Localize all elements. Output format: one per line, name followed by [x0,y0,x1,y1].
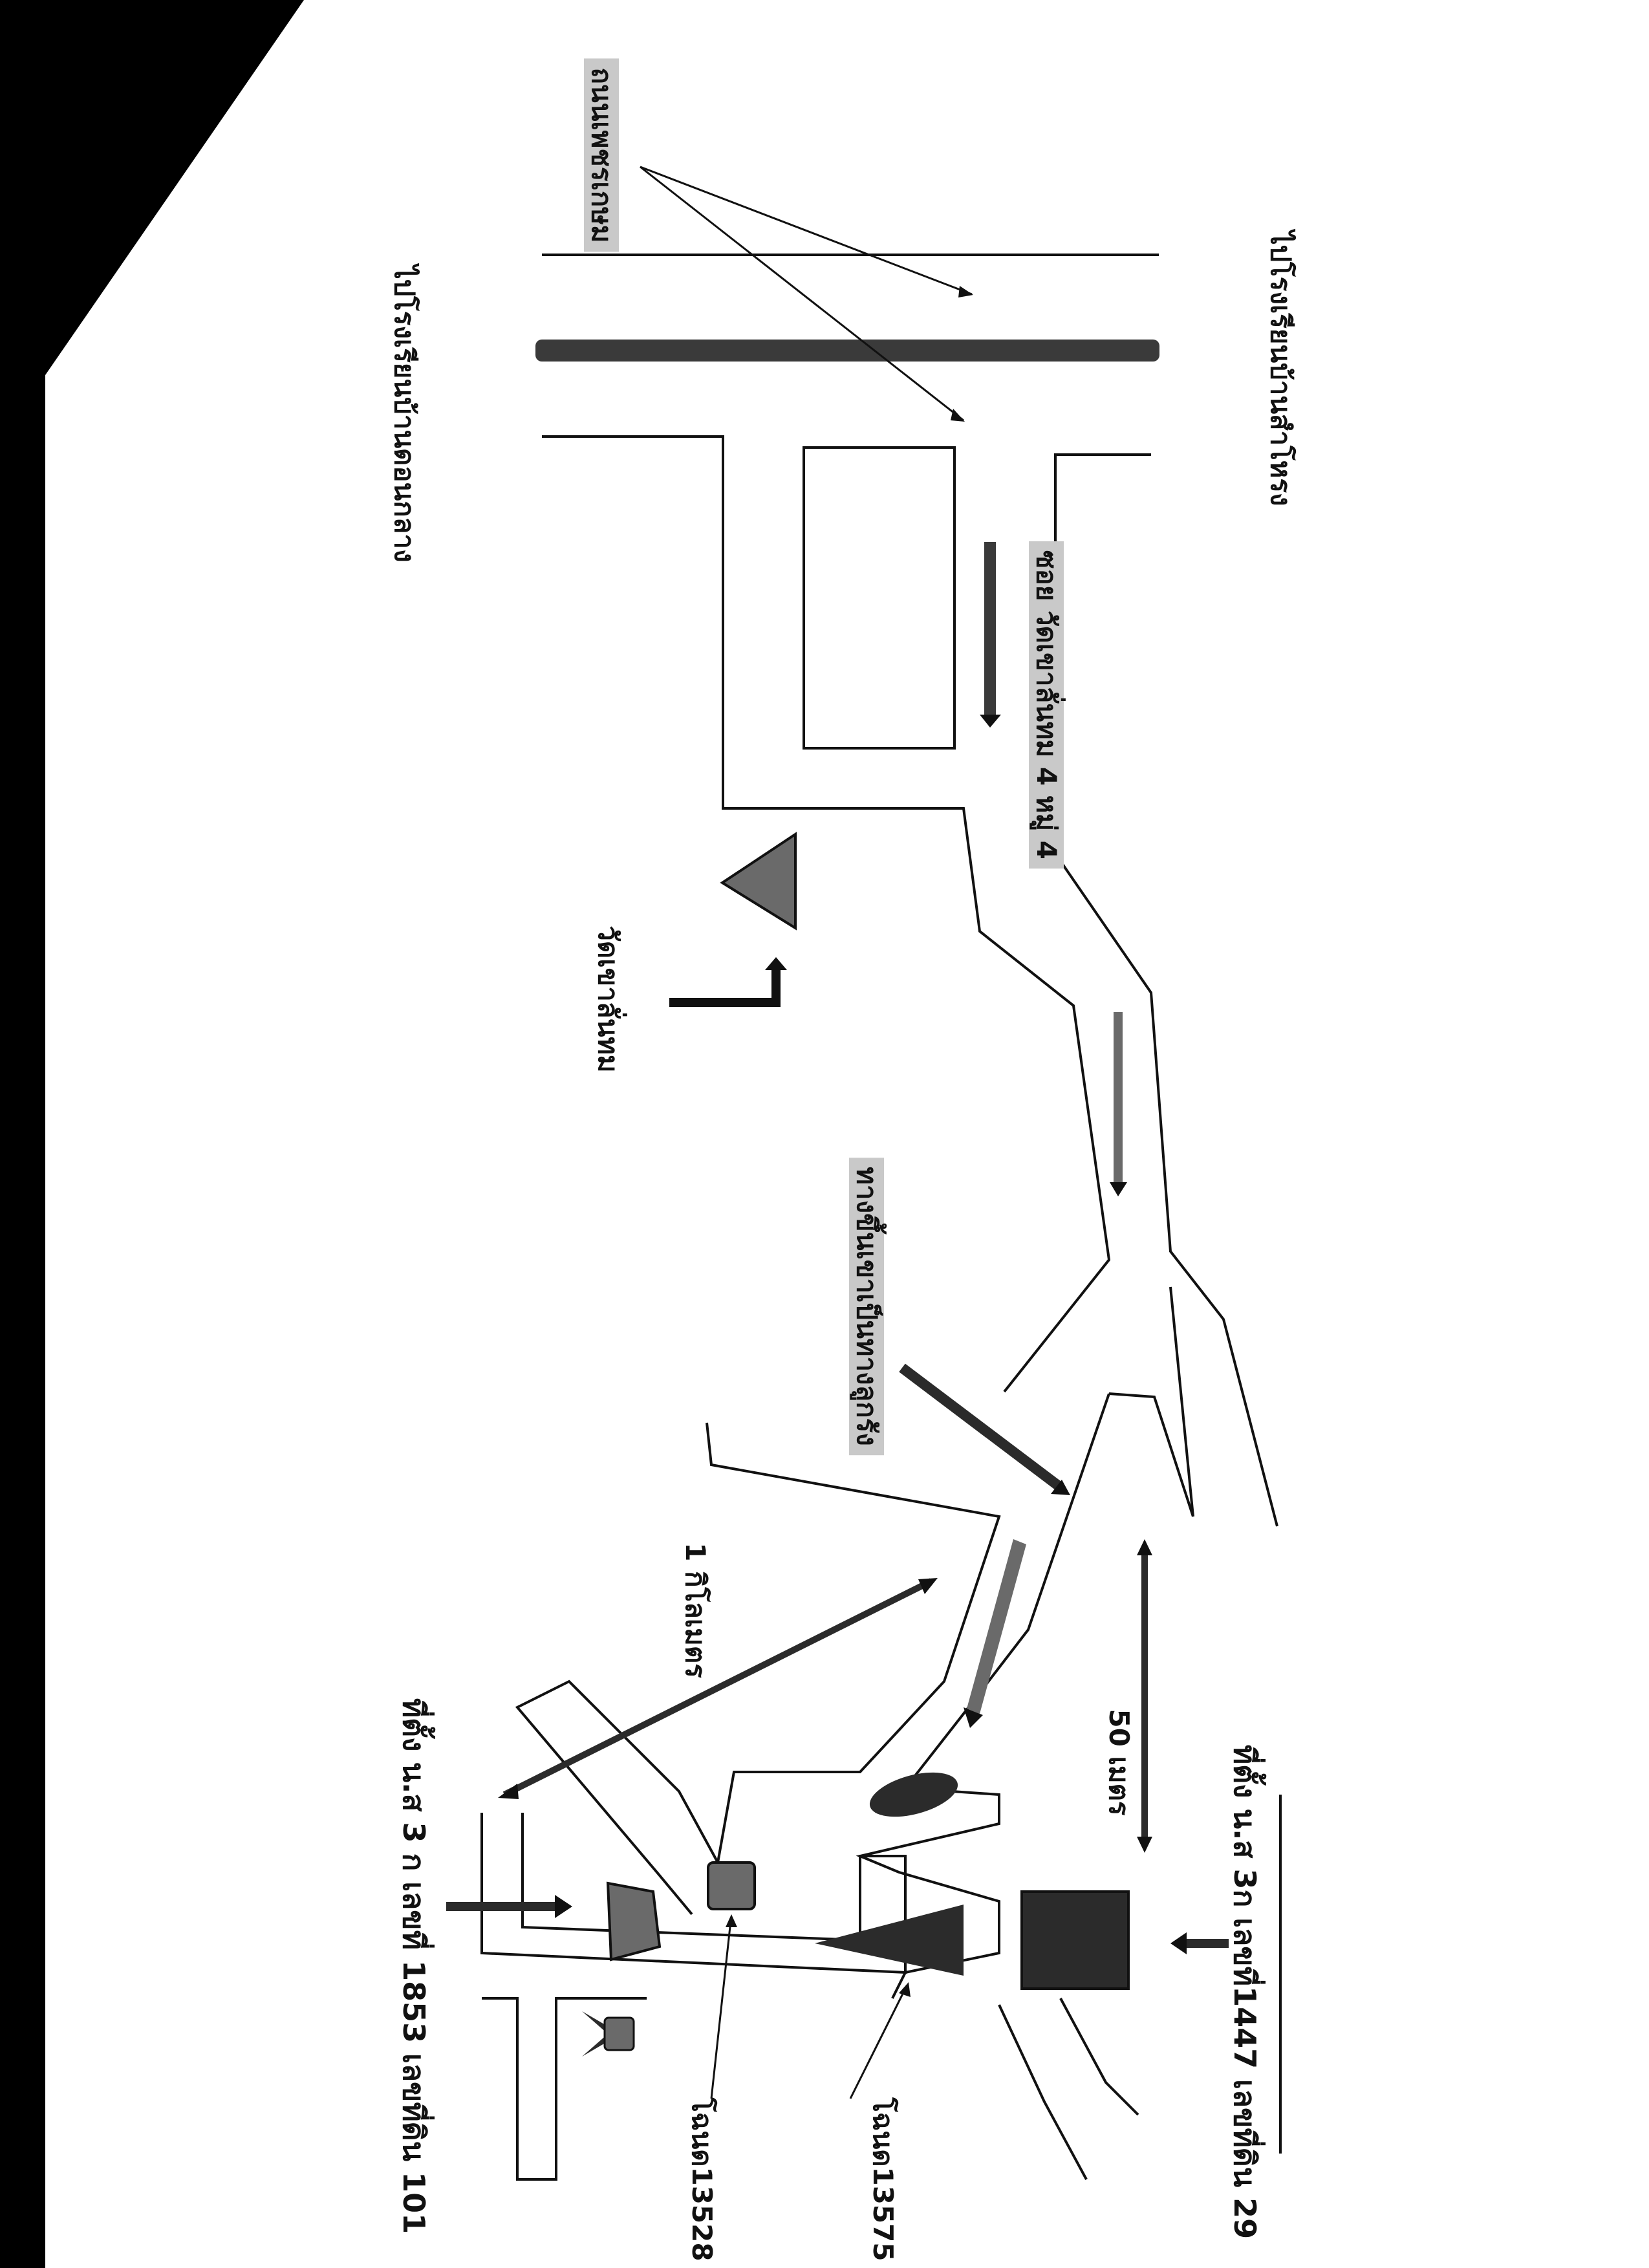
parcel-13575-triangle [815,1905,964,1976]
direction-bar-lower [967,1539,1026,1714]
pond-ellipse [869,1772,958,1817]
label-uphill-path: ทางขึ้นเขาเป็นทางลูกรัง [849,1158,884,1455]
direction-bar-soi [984,542,996,720]
deed-13575-leader [849,1988,907,2099]
scan-corner-top-left [0,0,304,375]
label-deed-13575: โฉนด13575 [867,2097,899,2262]
road-shoulder-1 [1108,1392,1194,1517]
bottom-road-right [1059,1998,1139,2116]
distance-1km-arrowhead-start [918,1578,938,1594]
parcel-1447-square [1020,1890,1130,1990]
pointer-line-1 [640,166,973,296]
distance-50m-arrowhead-bottom [1137,1837,1152,1853]
direction-arrowhead-lower [964,1707,983,1728]
soi-road-edge-lower [1054,453,1278,1527]
scan-edge-left [0,375,45,2268]
label-deed-13528: โฉนด13528 [686,2097,718,2262]
temple-triangle [720,832,797,931]
deed-13528-arrowhead [726,1914,737,1927]
label-wat-khao-lanthom: วัดเขาลั่นทม [592,925,624,1073]
distance-1km-arrow-line [502,1578,933,1798]
parcel-13528-marker [707,1861,756,1910]
pointer-arrowhead-2 [951,409,965,422]
site-1447-arrowhead [1170,1932,1187,1954]
direction-bar-mid [1114,1012,1123,1187]
label-to-ban-sam-rong: ไปโรงเรียนบ้านสำโหรง [1265,231,1297,506]
label-site-1447: ที่ตั้ง น.ส 3ก เลขที่1447 เลขที่ดิน 29 [1227,1744,1262,2240]
uphill-arrow-line [899,1363,1064,1492]
highway-bar [535,340,1159,362]
label-soi-wat: ซอย วัดเขาลั่นทม 4 หมู่ 4 [1029,541,1064,869]
uphill-road-upper [515,1422,1001,1916]
deed-13575-arrowhead [899,1982,911,1997]
road-label-phetkasem: ถนนเพชรเกษม [584,58,619,252]
deed-13528-leader [710,1920,732,2099]
uphill-arrowhead [1051,1480,1070,1495]
direction-arrowhead-soi [980,715,1001,728]
turn-arrowhead [765,957,787,970]
branch-road [1169,1286,1194,1517]
pointer-line-2 [640,166,964,422]
label-site-1853: ที่ตั้ง น.ส 3 ก เลขที่ 1853 เลขที่ดิน 10… [396,1698,431,2234]
bottom-road-left [998,2004,1088,2180]
distance-1km-arrowhead-end [498,1784,519,1799]
parcel-1853-marker [606,1881,662,1961]
turn-arrow-icon [669,967,781,1007]
label-distance-1km: 1 กิโลเมตร [680,1542,711,1678]
pointer-arrowhead-1 [958,286,973,297]
block-near-highway [803,446,956,750]
direction-arrowhead-mid [1110,1182,1127,1196]
label-to-ban-don-klang: ไปโรงเรียนบ้านดอนกลาง [389,265,420,563]
label-distance-50m: 50 เมตร [1103,1709,1135,1816]
parcel-outline [480,1813,907,1974]
site-1853-arrowhead [555,1895,572,1918]
soi-road-edge-upper [542,435,1111,1393]
distance-50m-arrowhead-top [1137,1539,1152,1555]
parcel-outline-bottom [482,1997,647,2181]
house-icon-body [603,2016,635,2051]
